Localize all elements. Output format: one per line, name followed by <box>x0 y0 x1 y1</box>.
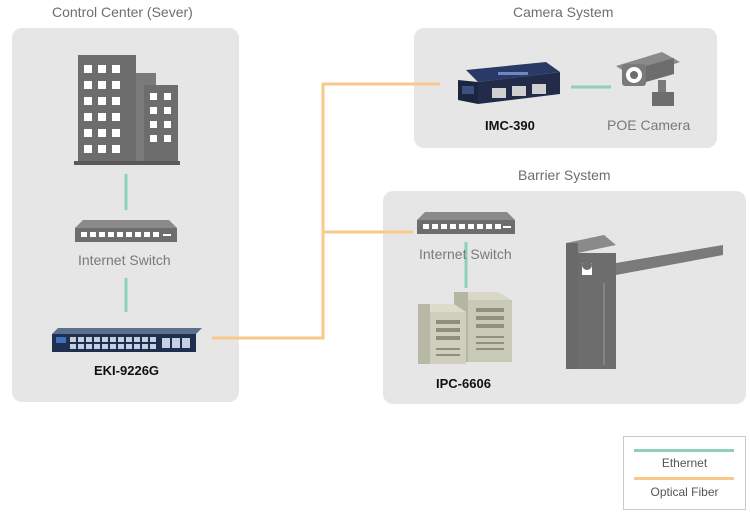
poe-camera-label: POE Camera <box>607 117 691 133</box>
internet-switch-left-icon <box>75 220 177 242</box>
ipc-computer-icon <box>418 292 512 364</box>
legend-ethernet-label: Ethernet <box>661 456 708 470</box>
legend-ethernet-swatch <box>634 449 734 452</box>
imc-converter-icon <box>458 62 560 104</box>
fiber-lines <box>212 82 440 340</box>
barrier-gate-icon <box>566 235 723 369</box>
eki-switch-icon <box>52 328 202 352</box>
internet-switch-right-icon <box>417 212 515 234</box>
control-center-title: Control Center (Sever) <box>52 4 193 20</box>
legend-fiber-swatch <box>634 477 734 480</box>
camera-system-title: Camera System <box>513 4 614 20</box>
ipc-label: IPC-6606 <box>436 376 491 391</box>
legend-fiber-label: Optical Fiber <box>650 485 719 499</box>
poe-camera-icon <box>616 52 680 106</box>
fiber-main <box>212 82 440 340</box>
barrier-system-title: Barrier System <box>518 167 611 183</box>
ethernet-lines <box>124 85 611 312</box>
internet-switch-left-label: Internet Switch <box>78 252 171 268</box>
eki-label: EKI-9226G <box>94 363 160 378</box>
internet-switch-right-label: Internet Switch <box>419 246 512 262</box>
building-icon <box>74 55 180 165</box>
imc-label: IMC-390 <box>485 118 535 133</box>
legend: Ethernet Optical Fiber <box>623 436 746 510</box>
